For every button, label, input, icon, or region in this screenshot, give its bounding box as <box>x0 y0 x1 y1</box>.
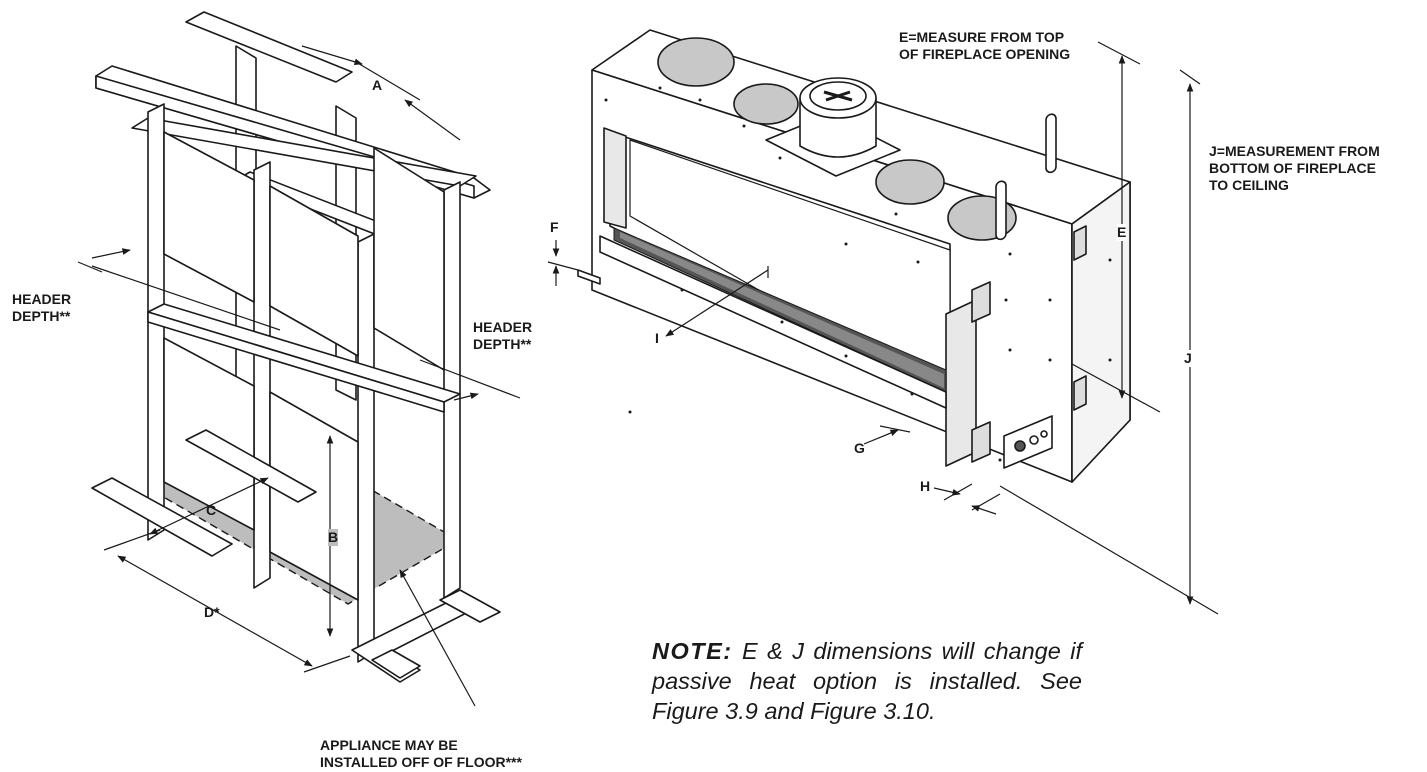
label-a: A <box>372 77 383 93</box>
label-e-note: E=MEASURE FROM TOP OF FIREPLACE OPENING <box>899 29 1071 62</box>
label-b: B <box>328 529 339 546</box>
top-vent-2 <box>733 83 799 125</box>
label-h: H <box>920 478 931 494</box>
note-heading: NOTE: <box>652 638 733 664</box>
label-j-note: J=MEASUREMENT FROM BOTTOM OF FIREPLACE T… <box>1209 143 1380 193</box>
label-header-depth-right: HEADER DEPTH** <box>473 319 533 352</box>
label-g: G <box>854 440 865 456</box>
label-f: F <box>550 219 559 235</box>
top-vent-1 <box>657 37 735 87</box>
note-body: E & J dimensions will change if passive … <box>652 638 1082 724</box>
passive-heat-note: NOTE: E & J dimensions will change if pa… <box>652 636 1082 726</box>
top-vent-3 <box>875 159 945 205</box>
framing-structure <box>91 11 501 683</box>
label-d: D* <box>204 604 220 620</box>
fireplace-unit <box>577 29 1131 483</box>
label-c: C <box>206 502 217 518</box>
label-header-depth-left: HEADER DEPTH** <box>12 291 72 324</box>
label-i: I <box>655 330 659 346</box>
label-appliance-note: APPLIANCE MAY BE INSTALLED OFF OF FLOOR*… <box>320 737 522 770</box>
label-j: J <box>1184 350 1192 367</box>
label-e: E <box>1117 224 1127 241</box>
framing-dimension-lines <box>77 45 521 707</box>
